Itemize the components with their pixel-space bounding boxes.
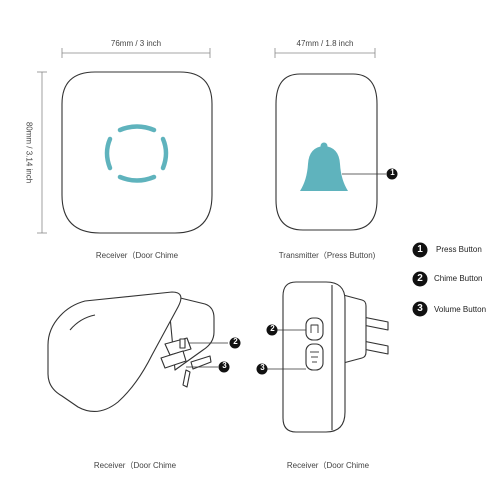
receiver-front [61, 71, 213, 234]
side-chime-callout-number: 2 [270, 324, 275, 333]
legend-number-3: 3 [417, 303, 423, 314]
angled-chime-callout-number: 2 [233, 337, 238, 346]
legend-label-press-button: Press Button [436, 245, 482, 254]
receiver-side-caption: Receiver（Door Chime [286, 461, 370, 470]
receiver-side-callouts [256, 324, 306, 375]
transmitter-width-dimension [274, 48, 376, 58]
angled-volume-callout-number: 3 [222, 361, 227, 370]
height-dimension [37, 71, 47, 234]
receiver-width-label: 76mm / 3 inch [110, 39, 162, 48]
receiver-angled [47, 291, 215, 413]
side-volume-callout-number: 3 [260, 363, 265, 372]
receiver-angled-callouts [186, 337, 241, 373]
height-label: 80mm / 3.14 inch [24, 121, 34, 184]
transmitter-callout-number: 1 [390, 168, 395, 177]
legend-label-volume-button: Volume Button [434, 305, 487, 314]
legend-label-chime-button: Chime Button [434, 274, 483, 283]
legend-number-1: 1 [417, 244, 423, 255]
transmitter-width-label: 47mm / 1.8 inch [296, 39, 354, 48]
receiver-width-dimension [61, 48, 211, 58]
receiver-front-caption: Receiver（Door Chime [95, 251, 179, 260]
legend-number-2: 2 [417, 273, 423, 284]
speaker-rings-icon [104, 124, 169, 183]
transmitter-front-caption: Transmitter（Press Button) [278, 251, 376, 260]
transmitter-callout-marker [386, 168, 398, 180]
bell-icon [300, 142, 348, 191]
legend-markers [412, 242, 428, 317]
chime-button-icon [164, 337, 192, 356]
transmitter-front [275, 73, 398, 231]
receiver-side [282, 281, 389, 433]
volume-button-icon [160, 350, 187, 369]
receiver-angled-caption: Receiver（Door Chime [93, 461, 177, 470]
side-chime-button [305, 317, 324, 341]
